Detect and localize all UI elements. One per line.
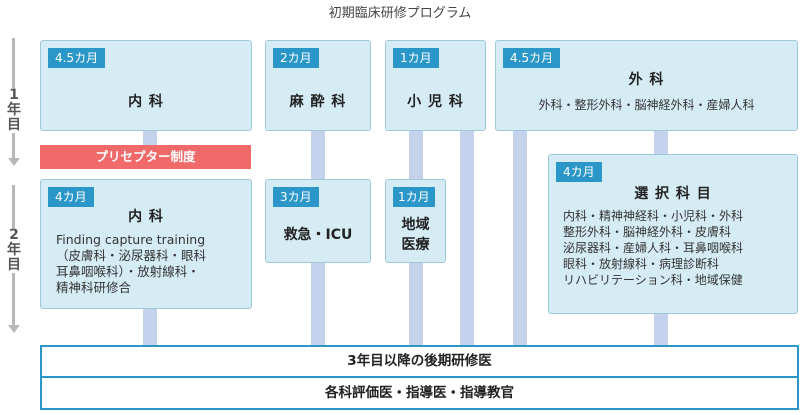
year1-arrow-icon [7, 158, 20, 166]
department-name: 救急・ICU [283, 227, 353, 243]
department-subjects: 外科・整形外科・脳神経外科・産婦人科 [538, 98, 755, 112]
year1-surgery-box: 4.5カ月 外 科 外科・整形外科・脳神経外科・産婦人科 [495, 40, 798, 131]
preceptor-system-banner: プリセプター制度 [40, 145, 251, 169]
duration-tag: 4.5カ月 [503, 48, 561, 68]
connector-pillar [654, 130, 668, 154]
duration-tag: 4.5カ月 [48, 48, 106, 68]
duration-tag: 2カ月 [273, 48, 319, 68]
year2-elective-box: 4カ月 選 択 科 目 内科・精神神経科・小児科・外科 整形外科・脳神経外科・皮… [548, 154, 798, 314]
connector-pillar [513, 130, 527, 346]
duration-tag: 1カ月 [393, 187, 435, 207]
year2-label: 2 年 目 [4, 228, 24, 273]
duration-tag: 3カ月 [273, 187, 319, 207]
connector-pillar [409, 130, 423, 180]
department-name: 内 科 [128, 94, 164, 110]
year1-internal-medicine-box: 4.5カ月 内 科 [40, 40, 252, 131]
year1-anesthesia-box: 2カ月 麻 酔 科 [265, 40, 371, 131]
year2-emergency-icu-box: 3カ月 救急・ICU [265, 179, 371, 263]
diagram-title: 初期臨床研修プログラム [328, 6, 472, 21]
connector-pillar [460, 130, 474, 346]
duration-tag: 4カ月 [556, 162, 602, 182]
year2-arrow-icon [7, 325, 20, 333]
year1-label: 1 年 目 [4, 88, 24, 133]
department-name: 麻 酔 科 [289, 94, 347, 110]
department-name: 小 児 科 [407, 94, 464, 110]
connector-pillar [143, 308, 157, 346]
connector-pillar [143, 130, 157, 146]
department-description: Finding capture training （皮膚科・泌尿器科・眼科 耳鼻… [56, 232, 207, 295]
department-name: 地域 医療 [401, 217, 430, 253]
connector-pillar [311, 262, 325, 346]
senior-residents-bar: 3年目以降の後期研修医 [40, 345, 799, 378]
year2-community-medicine-box: 1カ月 地域 医療 [385, 179, 446, 263]
department-name: 外 科 [628, 72, 665, 88]
duration-tag: 1カ月 [393, 48, 439, 68]
department-name: 選 択 科 目 [634, 186, 712, 202]
connector-pillar [409, 262, 423, 346]
supervisors-bar: 各科評価医・指導医・指導教官 [40, 376, 799, 410]
year1-pediatrics-box: 1カ月 小 児 科 [385, 40, 486, 131]
department-description: 内科・精神神経科・小児科・外科 整形外科・脳神経外科・皮膚科 泌尿器科・産婦人科… [563, 209, 744, 287]
connector-pillar [654, 312, 668, 346]
duration-tag: 4カ月 [48, 187, 94, 207]
connector-pillar [311, 130, 325, 180]
year2-internal-medicine-box: 4カ月 内 科 Finding capture training （皮膚科・泌尿… [40, 179, 252, 309]
department-name: 内 科 [128, 209, 164, 225]
